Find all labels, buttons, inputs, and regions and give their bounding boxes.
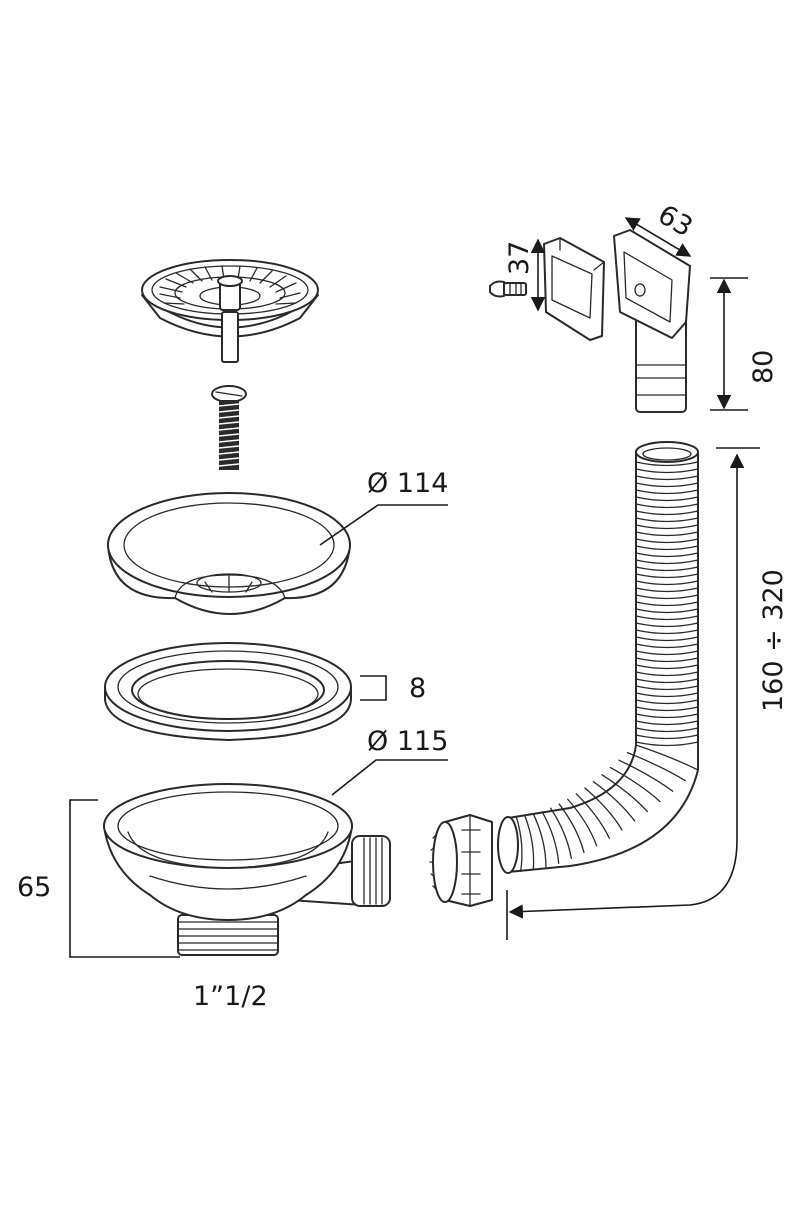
overflow-connector [613, 229, 691, 413]
connector-height-arrow [710, 277, 748, 411]
overflow-gasket [543, 237, 605, 341]
strainer-basket [141, 259, 319, 363]
drain-body [103, 783, 391, 956]
overflow-width-arrow [624, 217, 692, 257]
diameter-114-leader [319, 504, 448, 546]
screw [211, 385, 247, 470]
connector-height-label: 80 [748, 350, 779, 384]
sink-flange [107, 492, 351, 615]
overflow-screw [489, 280, 527, 298]
overflow-height-label: 37 [504, 241, 535, 275]
coupling-nut [429, 814, 493, 907]
thread-size-label: 1”1/2 [193, 981, 268, 1012]
diameter-115-leader [331, 759, 448, 796]
overflow-width-label: 63 [653, 199, 698, 243]
bowl-diameter-label: Ø 115 [367, 726, 448, 757]
body-height-label: 65 [17, 872, 51, 903]
hose-length-label: 160 ÷ 320 [758, 569, 789, 712]
flexible-hose [497, 441, 699, 874]
basket-diameter-label: Ø 114 [367, 468, 448, 499]
gasket-thickness-label: 8 [409, 673, 426, 704]
gasket-ring [104, 642, 352, 741]
hose-length-arrow [506, 447, 760, 940]
height-65-bracket [69, 799, 180, 958]
thickness-8-bracket [360, 675, 387, 701]
